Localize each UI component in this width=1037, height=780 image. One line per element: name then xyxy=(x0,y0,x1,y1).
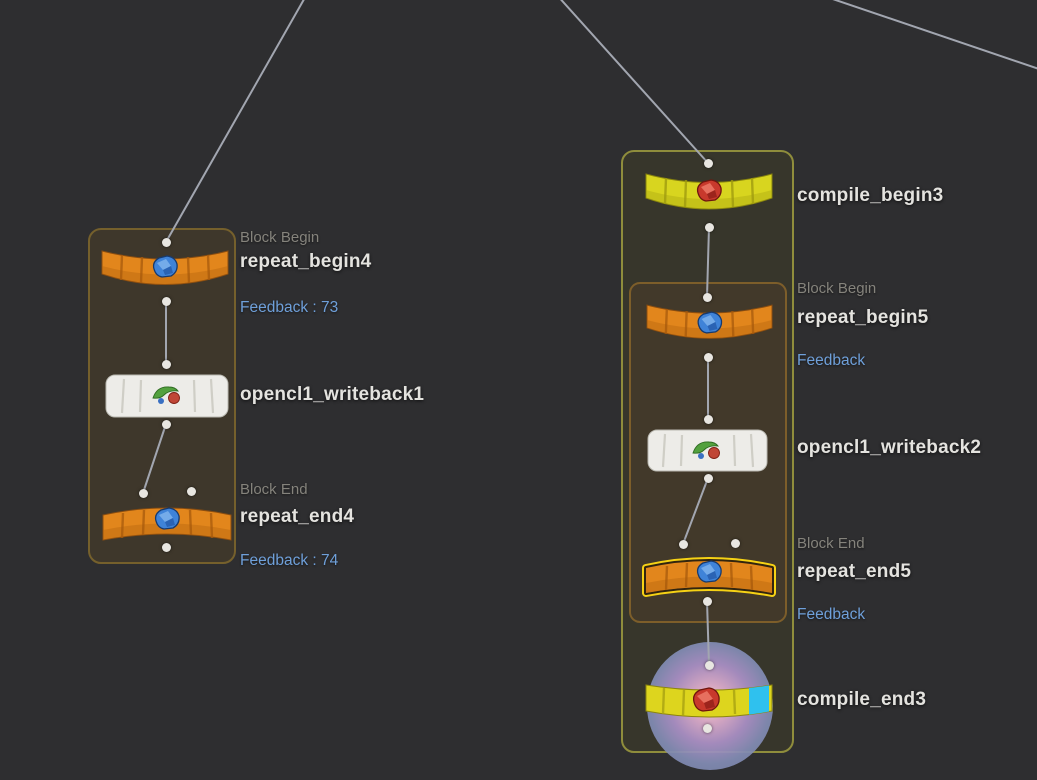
wire-crossing-topright[interactable] xyxy=(812,0,1037,70)
node-opencl1-writeback1[interactable] xyxy=(105,374,229,418)
node-label-opencl1-writeback1[interactable]: opencl1_writeback1 xyxy=(240,384,425,405)
blue-gem-icon xyxy=(154,507,180,530)
feedback-badge: Feedback : 74 xyxy=(240,552,339,569)
node-compile-end3[interactable] xyxy=(644,678,774,724)
wire-writeback2-end5[interactable] xyxy=(682,477,709,545)
node-label-repeat-end4[interactable]: repeat_end4 xyxy=(240,506,355,527)
input-connector[interactable] xyxy=(702,292,712,302)
wire-end5-compileend3[interactable] xyxy=(706,600,710,666)
feedback-badge: Feedback : 73 xyxy=(240,299,339,316)
output-connector[interactable] xyxy=(703,352,713,362)
badge-block-end: Block End xyxy=(797,535,865,552)
wire-compilebegin3-begin5[interactable] xyxy=(706,226,710,298)
input-connector[interactable] xyxy=(703,158,713,168)
badge-block-end: Block End xyxy=(240,481,308,498)
blue-gem-icon xyxy=(697,311,723,334)
input-connector[interactable] xyxy=(704,660,714,670)
node-repeat-end4[interactable] xyxy=(101,500,233,548)
input-connector[interactable] xyxy=(730,538,740,548)
wire-incoming-middle[interactable] xyxy=(556,0,709,164)
node-label-repeat-begin5[interactable]: repeat_begin5 xyxy=(797,307,929,328)
blue-gem-icon xyxy=(696,560,722,583)
output-connector[interactable] xyxy=(704,222,714,232)
badge-block-begin: Block Begin xyxy=(797,280,877,297)
node-opencl1-writeback2[interactable] xyxy=(647,429,768,472)
node-repeat-begin4[interactable] xyxy=(100,245,230,292)
node-label-repeat-end5[interactable]: repeat_end5 xyxy=(797,561,912,582)
input-connector[interactable] xyxy=(703,414,713,424)
feedback-badge: Feedback xyxy=(797,352,866,369)
output-connector[interactable] xyxy=(161,419,171,429)
output-connector[interactable] xyxy=(703,473,713,483)
input-connector[interactable] xyxy=(161,359,171,369)
wire-incoming-left[interactable] xyxy=(165,0,307,243)
output-connector[interactable] xyxy=(702,596,712,606)
red-gem-icon xyxy=(692,687,720,712)
input-connector[interactable] xyxy=(161,237,171,247)
node-label-repeat-begin4[interactable]: repeat_begin4 xyxy=(240,251,372,272)
node-compile-begin3[interactable] xyxy=(644,168,774,217)
node-label-opencl1-writeback2[interactable]: opencl1_writeback2 xyxy=(797,437,982,458)
input-connector[interactable] xyxy=(138,488,148,498)
input-connector[interactable] xyxy=(678,539,688,549)
output-connector[interactable] xyxy=(702,723,712,733)
input-connector[interactable] xyxy=(186,486,196,496)
node-repeat-begin5[interactable] xyxy=(645,299,774,346)
node-repeat-end5-selected[interactable] xyxy=(642,551,776,603)
node-label-compile-end3[interactable]: compile_end3 xyxy=(797,689,927,710)
blue-gem-icon xyxy=(152,255,178,278)
badge-block-begin: Block Begin xyxy=(240,229,320,246)
output-connector[interactable] xyxy=(161,542,171,552)
output-connector[interactable] xyxy=(161,296,171,306)
opencl-writeback-icon xyxy=(692,441,720,459)
wire-writeback1-end4[interactable] xyxy=(142,423,167,494)
opencl-writeback-icon xyxy=(152,386,180,404)
feedback-badge: Feedback xyxy=(797,606,866,623)
node-label-compile-begin3[interactable]: compile_begin3 xyxy=(797,185,944,206)
red-gem-icon xyxy=(696,179,722,202)
display-flag[interactable] xyxy=(749,682,769,722)
